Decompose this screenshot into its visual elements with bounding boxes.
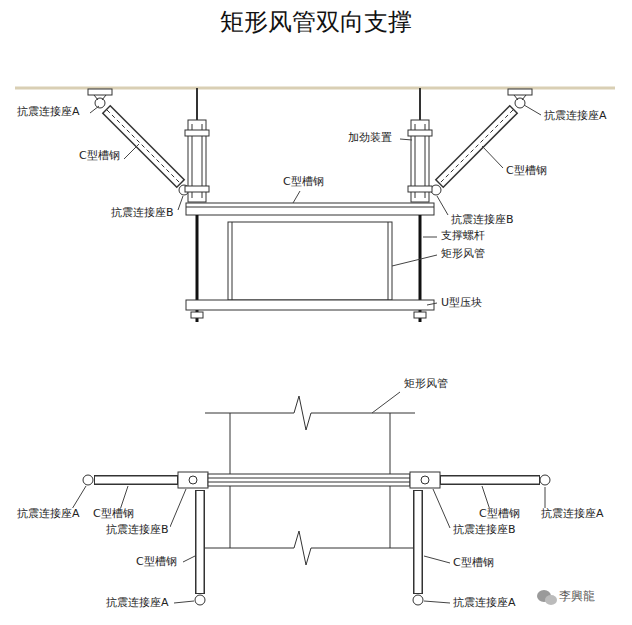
part-label: 抗震连接座A [543,110,608,123]
part-label: C型槽钢 [92,508,135,521]
part-label: U型压块 [440,297,483,310]
part-label: C型槽钢 [478,508,521,521]
part-label: 抗震连接座B [110,207,175,220]
part-label: C型槽钢 [135,556,178,569]
watermark: 李興龍 [558,590,596,604]
part-label: C型槽钢 [505,165,548,178]
part-label: 支撑螺杆 [440,230,486,243]
part-label: 抗震连接座A [452,597,517,610]
wechat-icon [537,590,557,605]
part-label: 抗震连接座B [452,524,517,537]
diagram-title: 矩形风管双向支撑 [0,6,632,38]
part-label: C型槽钢 [78,150,121,163]
part-label: 抗震连接座A [16,106,81,119]
part-label: 加劲装置 [347,132,393,145]
part-label: 矩形风管 [403,378,449,391]
part-label: 抗震连接座B [105,524,170,537]
part-label: 抗震连接座A [105,597,170,610]
part-label: 抗震连接座B [450,214,515,227]
part-label: C型槽钢 [282,176,325,189]
part-label: 矩形风管 [440,248,486,261]
part-label: 抗震连接座A [540,508,605,521]
part-label: 抗震连接座A [16,508,81,521]
part-label: C型槽钢 [452,557,495,570]
